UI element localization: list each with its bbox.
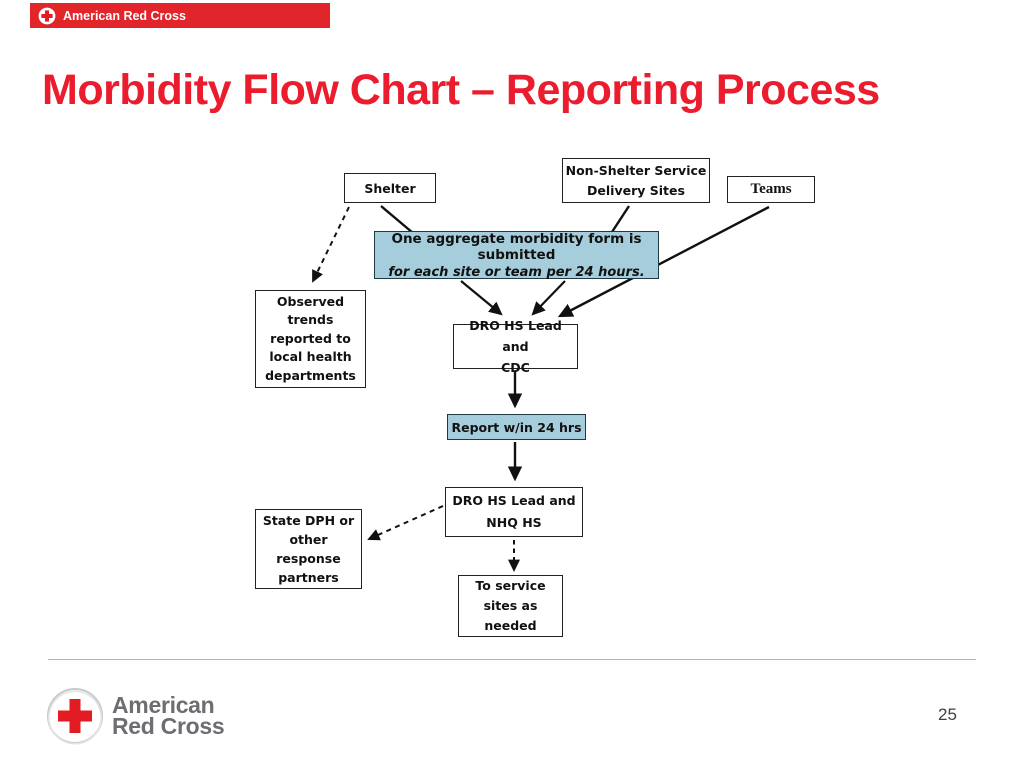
- footer-brand-text: American Red Cross: [112, 692, 225, 739]
- page-number: 25: [938, 705, 957, 724]
- slide-title: Morbidity Flow Chart – Reporting Process: [42, 66, 880, 114]
- node-non-shelter-sites: Non-Shelter Service Delivery Sites: [562, 158, 710, 203]
- red-cross-logo-icon: [47, 688, 103, 745]
- node-dro-hs-nhq: DRO HS Lead and NHQ HS: [445, 487, 583, 537]
- line-nonshelter-to-aggregate: [610, 205, 631, 233]
- footer-divider: [48, 659, 976, 660]
- arrow-teams-to-dro-hs-cdc: [557, 205, 770, 318]
- top-brand-banner: American Red Cross: [30, 3, 330, 28]
- node-shelter: Shelter: [344, 173, 436, 203]
- node-report-24hrs: Report w/in 24 hrs: [447, 414, 586, 440]
- red-cross-icon: [38, 7, 56, 24]
- node-state-dph: State DPH or other response partners: [255, 509, 362, 589]
- node-aggregate-form: One aggregate morbidity form is submitte…: [374, 230, 659, 280]
- node-service-sites: To service sites as needed: [458, 575, 563, 637]
- node-dro-hs-cdc: DRO HS Lead and CDC: [453, 318, 578, 375]
- node-teams: Teams: [727, 176, 815, 203]
- arrow-aggregate-right-to-dro-hs-cdc: [531, 280, 566, 316]
- line-shelter-to-aggregate: [380, 205, 414, 234]
- arrow-aggregate-left-to-dro-hs-cdc: [460, 280, 503, 316]
- top-banner-brand-text: American Red Cross: [63, 8, 186, 23]
- aggregate-form-line1: One aggregate morbidity form is submitte…: [391, 230, 642, 263]
- aggregate-form-line2: for each site or team per 24 hours.: [388, 264, 645, 280]
- node-observed-trends: Observed trends reported to local health…: [255, 290, 366, 388]
- arrow-dro-hs-nhq-to-state-dph: [367, 505, 444, 541]
- arrow-shelter-to-observed-trends: [312, 206, 350, 283]
